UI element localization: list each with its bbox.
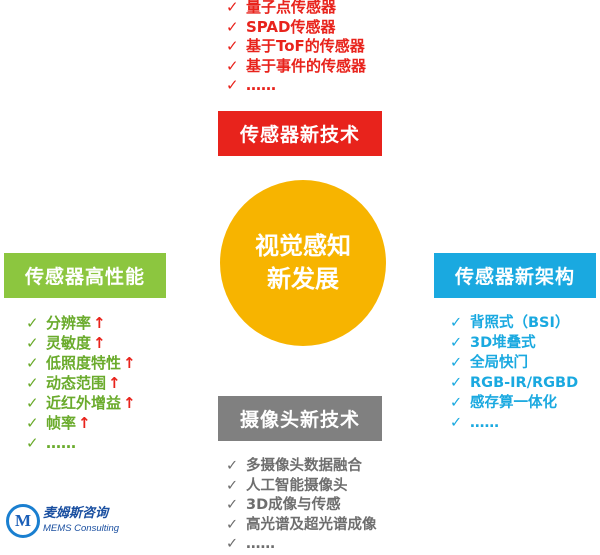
- check-icon: ✓: [450, 375, 463, 391]
- list-item: ✓……: [26, 434, 76, 452]
- check-icon: ✓: [450, 395, 463, 411]
- top-title-box: 传感器新技术: [218, 111, 382, 156]
- list-item: ✓感存算一体化: [450, 395, 557, 411]
- list-item: ✓……: [450, 415, 499, 431]
- list-item: ✓帧率↑: [26, 414, 91, 432]
- check-icon: ✓: [26, 434, 39, 452]
- list-item: ✓3D堆叠式: [450, 335, 536, 351]
- check-icon: ✓: [450, 335, 463, 351]
- left-title: 传感器高性能: [24, 266, 145, 288]
- check-icon: ✓: [26, 414, 39, 432]
- list-item: ✓量子点传感器: [226, 0, 337, 16]
- mems-logo: M 麦姆斯咨询 MEMS Consulting: [6, 501, 119, 541]
- up-arrow-icon: ↑: [93, 334, 106, 352]
- check-icon: ✓: [226, 536, 239, 553]
- list-item: ✓……: [226, 535, 377, 555]
- check-icon: ✓: [26, 394, 39, 412]
- check-icon: ✓: [226, 56, 239, 75]
- list-item: ✓高光谱及超光谱成像: [226, 516, 377, 536]
- list-item: ✓分辨率↑: [26, 314, 106, 332]
- list-item: ✓基于事件的传感器: [226, 56, 367, 75]
- list-item: ✓RGB-IR/RGBD: [450, 375, 579, 391]
- bottom-title: 摄像头新技术: [239, 409, 360, 431]
- check-icon: ✓: [450, 315, 463, 331]
- list-item: ✓……: [226, 76, 276, 95]
- logo-en: MEMS Consulting: [43, 523, 120, 534]
- check-icon: ✓: [226, 516, 239, 533]
- check-icon: ✓: [226, 76, 239, 95]
- check-icon: ✓: [226, 37, 239, 56]
- check-icon: ✓: [226, 17, 239, 36]
- up-arrow-icon: ↑: [78, 414, 91, 432]
- check-icon: ✓: [26, 354, 39, 372]
- list-item: ✓基于ToF的传感器: [226, 37, 365, 56]
- right-title-box: 传感器新架构: [434, 253, 596, 298]
- logo-mark-icon: M: [6, 504, 40, 538]
- list-item: ✓背照式（BSI）: [450, 315, 570, 331]
- check-icon: ✓: [26, 374, 39, 392]
- top-title: 传感器新技术: [239, 124, 360, 146]
- check-icon: ✓: [226, 458, 239, 474]
- check-icon: ✓: [226, 497, 239, 514]
- left-item-list: ✓分辨率↑ ✓灵敏度↑ ✓低照度特性↑ ✓动态范围↑ ✓近红外增益↑ ✓帧率↑ …: [26, 313, 136, 453]
- up-arrow-icon: ↑: [123, 394, 136, 412]
- center-circle: 视觉感知 新发展: [220, 180, 386, 346]
- up-arrow-icon: ↑: [93, 314, 106, 332]
- list-item: ✓SPAD传感器: [226, 17, 336, 36]
- center-line-1: 视觉感知: [255, 232, 351, 260]
- check-icon: ✓: [226, 477, 239, 494]
- list-item: ✓3D成像与传感: [226, 496, 377, 516]
- logo-cn: 麦姆斯咨询: [43, 506, 109, 521]
- right-title: 传感器新架构: [454, 266, 575, 288]
- list-item: ✓灵敏度↑: [26, 334, 106, 352]
- list-item: ✓人工智能摄像头: [226, 477, 377, 497]
- check-icon: ✓: [450, 355, 463, 371]
- check-icon: ✓: [226, 0, 239, 16]
- bottom-item-list: ✓多摄像头数据融合 ✓人工智能摄像头 ✓3D成像与传感 ✓高光谱及超光谱成像 ✓…: [226, 457, 377, 555]
- list-item: ✓多摄像头数据融合: [226, 457, 377, 477]
- bottom-title-box: 摄像头新技术: [218, 396, 382, 441]
- check-icon: ✓: [26, 334, 39, 352]
- left-title-box: 传感器高性能: [4, 253, 166, 298]
- check-icon: ✓: [26, 314, 39, 332]
- up-arrow-icon: ↑: [123, 354, 136, 372]
- center-line-2: 新发展: [267, 265, 339, 293]
- list-item: ✓动态范围↑: [26, 374, 121, 392]
- logo-text: 麦姆斯咨询 MEMS Consulting: [43, 506, 119, 536]
- list-item: ✓全局快门: [450, 355, 528, 371]
- list-item: ✓低照度特性↑: [26, 354, 136, 372]
- check-icon: ✓: [450, 415, 463, 431]
- up-arrow-icon: ↑: [108, 374, 121, 392]
- top-item-list: ✓量子点传感器 ✓SPAD传感器 ✓基于ToF的传感器 ✓基于事件的传感器 ✓……: [226, 0, 366, 96]
- right-item-list: ✓背照式（BSI） ✓3D堆叠式 ✓全局快门 ✓RGB-IR/RGBD ✓感存算…: [450, 313, 578, 433]
- list-item: ✓近红外增益↑: [26, 394, 136, 412]
